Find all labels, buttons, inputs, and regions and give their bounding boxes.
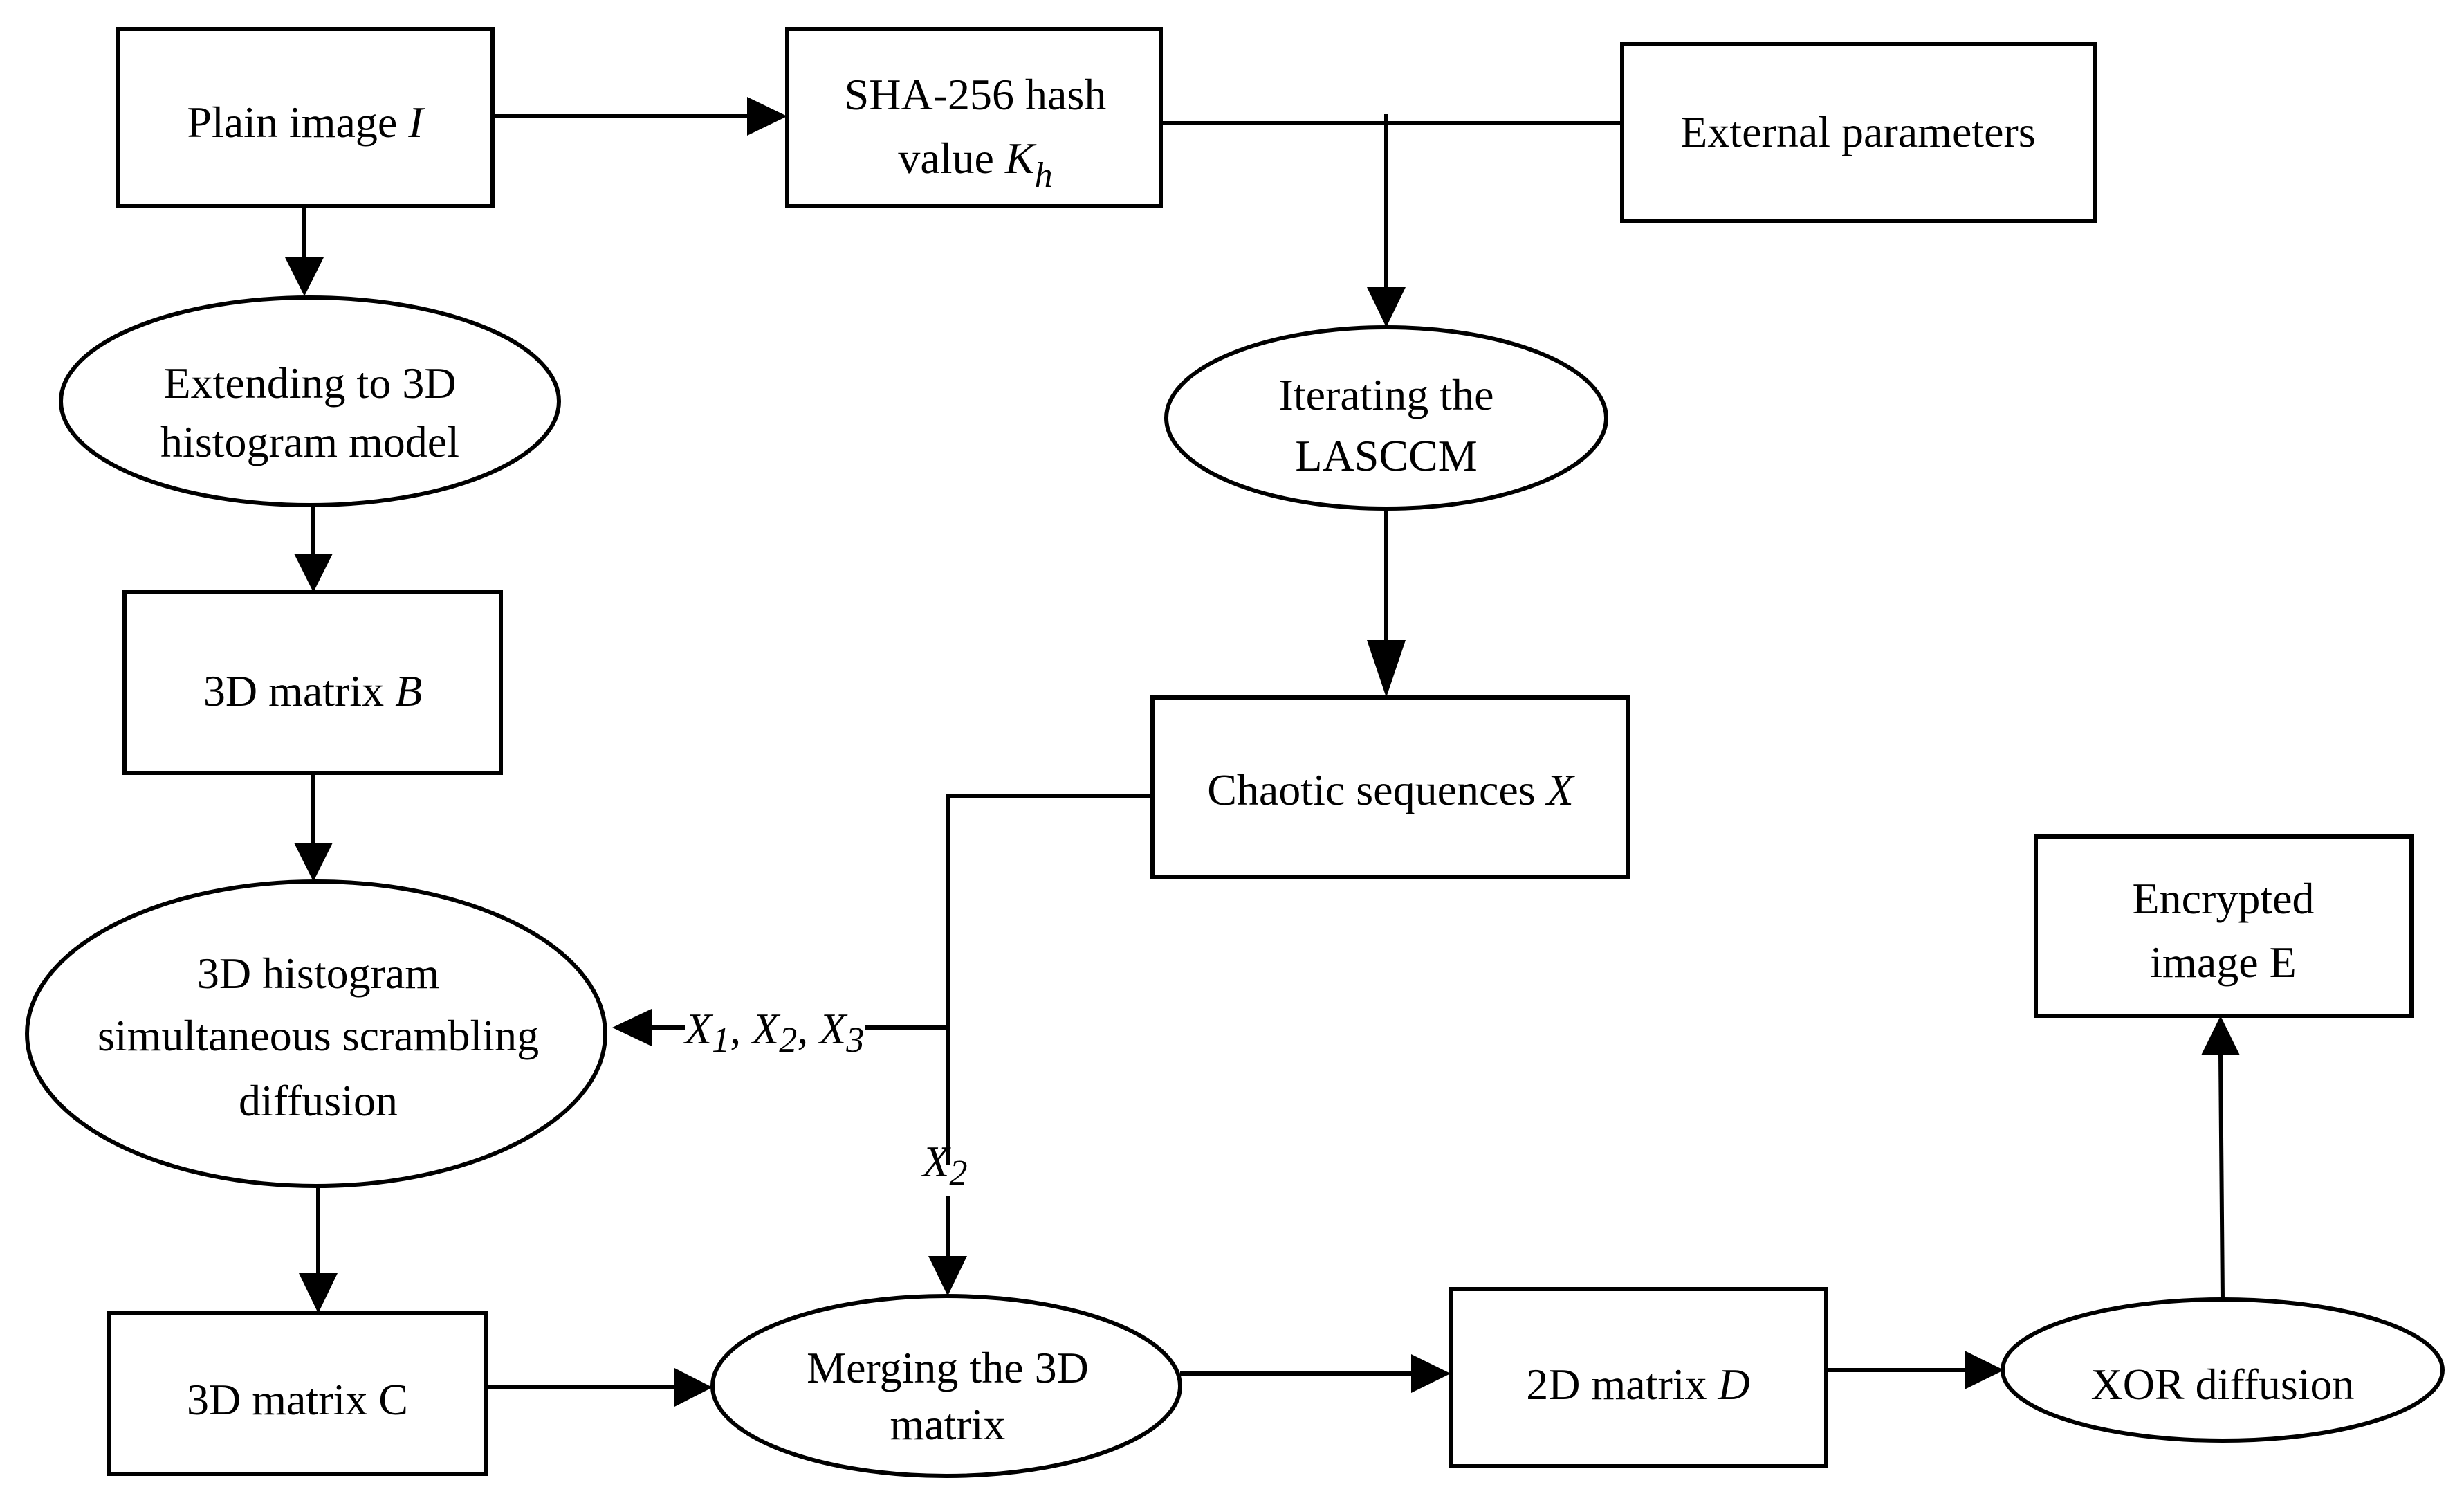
edge-label-x123: X1, X2, X3 [683, 1004, 864, 1060]
x2-s: 2 [950, 1153, 968, 1193]
node-extending-3d: Extending to 3D histogram model [59, 295, 561, 507]
matrix-c-box [107, 1311, 488, 1476]
node-external-parameters: External parameters [1620, 42, 2097, 223]
matrix-d-var: D [1718, 1360, 1750, 1409]
sha-hash-line1: SHA-256 hash [845, 70, 1107, 119]
node-iterating: Iterating the LASCCM [1164, 325, 1608, 511]
external-parameters-label: External parameters [1680, 107, 2036, 156]
scrambling-line3: diffusion [239, 1076, 398, 1125]
x123-sep2: , [797, 1004, 819, 1053]
iterating-ellipse [1164, 325, 1608, 511]
edge-xor-to-encrypted [2218, 1055, 2225, 1300]
arrowhead-chaotic [1367, 640, 1406, 697]
x123-s2: 2 [779, 1021, 797, 1060]
node-scrambling-diffusion: 3D histogram simultaneous scrambling dif… [25, 879, 607, 1188]
svg-text:3D matrix B: 3D matrix B [203, 666, 422, 715]
sha-hash-var-sub: h [1035, 156, 1053, 195]
merging-line1: Merging the 3D [807, 1343, 1089, 1392]
node-sha-hash: SHA-256 hash value Kh [785, 27, 1163, 208]
external-parameters-box [1620, 42, 2097, 223]
node-chaotic-sequences: Chaotic sequences X [1150, 695, 1630, 879]
arrowhead-extending [285, 257, 324, 296]
arrowhead-merging-side [674, 1368, 712, 1407]
arrowhead-xor [1965, 1351, 2004, 1389]
node-matrix-d: 2D matrix D [1449, 1287, 1828, 1468]
x123-s3: 3 [845, 1021, 864, 1060]
x2-x: X [920, 1137, 951, 1186]
plain-image-box [116, 27, 495, 208]
x123-x2: X [750, 1004, 781, 1053]
node-merging: Merging the 3D matrix [710, 1294, 1182, 1478]
iterating-line2: LASCCM [1295, 431, 1477, 480]
svg-text:Chaotic sequences X: Chaotic sequences X [1207, 765, 1576, 814]
matrix-d-label: 2D matrix [1526, 1360, 1718, 1409]
arrowhead-b [294, 554, 333, 592]
matrix-c-label: 3D matrix C [187, 1375, 408, 1424]
chaotic-sequences-label: Chaotic sequences [1207, 765, 1547, 814]
arrowhead-c [299, 1273, 338, 1313]
arrowhead-encrypted [2201, 1016, 2240, 1055]
chaotic-sequences-var: X [1545, 765, 1576, 814]
xor-diffusion-ellipse [2001, 1297, 2445, 1443]
merging-ellipse [710, 1294, 1182, 1478]
node-xor-diffusion: XOR diffusion [2001, 1297, 2445, 1443]
node-encrypted-image: Encrypted image E [2034, 834, 2414, 1018]
extending-3d-line1: Extending to 3D [163, 358, 456, 408]
encrypted-line2: image E [2150, 938, 2296, 987]
x123-sep1: , [730, 1004, 752, 1053]
edge-chaotic-split [946, 794, 1152, 1165]
matrix-d-box [1449, 1287, 1828, 1468]
arrowhead-sha [747, 97, 787, 136]
matrix-b-box [122, 590, 503, 775]
svg-text:2D matrix D: 2D matrix D [1526, 1360, 1750, 1409]
iterating-line1: Iterating the [1279, 370, 1494, 419]
matrix-b-label: 3D matrix [203, 666, 395, 715]
node-matrix-c: 3D matrix C [107, 1311, 488, 1476]
node-plain-image: Plain image I [116, 27, 495, 208]
sha-hash-box [785, 27, 1163, 208]
arrowhead-iterating [1367, 287, 1406, 327]
matrix-b-var: B [395, 666, 422, 715]
x123-x1: X [683, 1004, 714, 1053]
extending-3d-line2: histogram model [160, 417, 459, 466]
encrypted-image-box [2034, 834, 2414, 1018]
sha-hash-line2: value [898, 134, 1005, 183]
x123-x3: X [817, 1004, 848, 1053]
arrowhead-merging-top [928, 1256, 967, 1296]
scrambling-line1: 3D histogram [197, 949, 439, 998]
encrypted-line1: Encrypted [2133, 874, 2315, 923]
node-matrix-b: 3D matrix B [122, 590, 503, 775]
sha-hash-var: K [1004, 134, 1037, 183]
x123-s1: 1 [712, 1021, 730, 1060]
scrambling-line2: simultaneous scrambling [98, 1011, 539, 1060]
merging-line2: matrix [890, 1400, 1005, 1449]
extending-3d-ellipse [59, 295, 561, 507]
connectors [285, 97, 2240, 1407]
svg-text:value Kh: value Kh [898, 134, 1052, 195]
xor-diffusion-label: XOR diffusion [2090, 1360, 2354, 1409]
edge-label-x2: X2 [920, 1137, 967, 1193]
plain-image-var: I [407, 98, 425, 147]
arrowhead-scrambling-top [294, 843, 333, 882]
arrowhead-d [1411, 1354, 1451, 1393]
chaotic-sequences-box [1150, 695, 1630, 879]
plain-image-label: Plain image [187, 98, 408, 147]
svg-text:Plain image I: Plain image I [187, 98, 425, 147]
arrowhead-scrambling-side [612, 1009, 652, 1046]
scrambling-diffusion-ellipse [25, 879, 607, 1188]
